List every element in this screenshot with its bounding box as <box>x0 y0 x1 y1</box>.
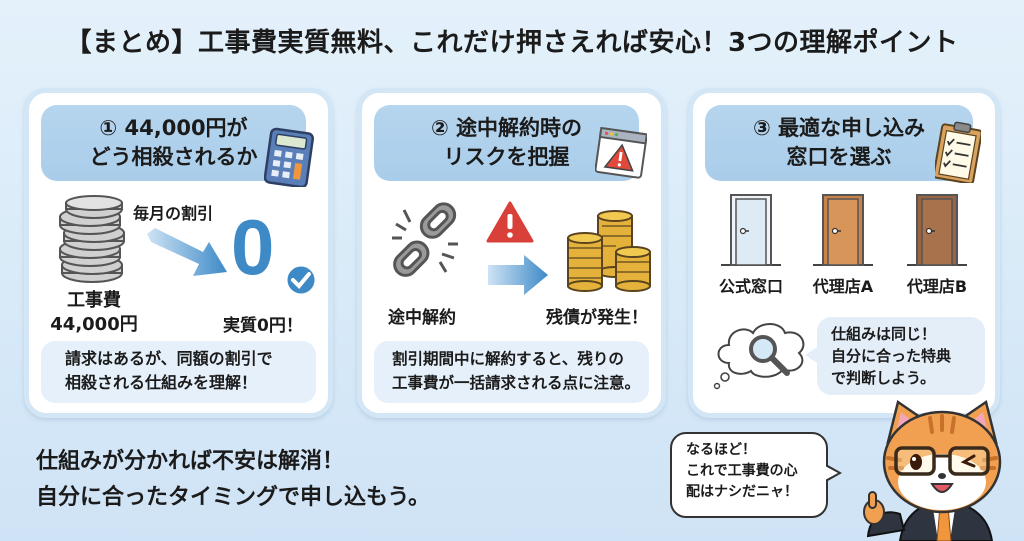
note-line-1: 割引期間中に解約すると、残りの <box>392 350 624 368</box>
note-line-1: 請求はあるが、同額の割引で <box>65 349 273 368</box>
heading-line-2: 窓口を選ぶ <box>786 145 892 169</box>
zero-yen-figure: 0 <box>231 203 275 291</box>
effective-zero-label: 実質0円！ <box>223 316 303 336</box>
card-note: 割引期間中に解約すると、残りの 工事費が一括請求される点に注意。 <box>374 341 649 403</box>
tip-speech-bubble: 仕組みは同じ！ 自分に合った特典 で判断しよう。 <box>805 317 985 395</box>
check-circle-icon <box>284 263 318 297</box>
door-agency-b-icon <box>907 194 967 266</box>
cost-label: 工事費 44,000円 <box>49 289 139 337</box>
cat-mascot-icon <box>863 399 1002 541</box>
card-note: 請求はあるが、同額の割引で 相殺される仕組みを理解！ <box>41 341 316 403</box>
arrow-right-down-icon <box>147 228 227 276</box>
coin-stack-icon <box>59 195 125 283</box>
summary-line-1: 仕組みが分かれば不安は解消！ <box>36 449 345 474</box>
bubble-line-3: 配はナシだニャ！ <box>686 484 798 500</box>
heading-line-1: ① 44,000円が <box>99 116 248 140</box>
cost-label-line-2: 44,000円 <box>50 314 138 335</box>
note-line-2: 工事費が一括請求される点に注意。 <box>392 374 641 392</box>
arrow-right-icon <box>488 255 548 295</box>
summary-line-2: 自分に合ったタイミングで申し込もう。 <box>36 485 431 510</box>
heading-line-2: どう相殺されるか <box>89 145 258 169</box>
door-label-official: 公式窓口 <box>718 277 783 296</box>
broken-chain-icon <box>392 202 458 277</box>
speech-line-1: 仕組みは同じ！ <box>831 325 937 343</box>
speech-line-2: 自分に合った特典 <box>831 347 952 365</box>
warning-triangle-icon <box>486 201 534 243</box>
door-label-agency-a: 代理店A <box>812 277 874 296</box>
gold-coins-icon <box>567 210 651 292</box>
point-card-application-channel: ③ 最適な申し込み 窓口を選ぶ <box>688 88 1000 418</box>
door-label-agency-b: 代理店B <box>906 277 968 296</box>
card-heading: ① 44,000円が どう相殺されるか <box>41 105 314 187</box>
heading-line-1: ③ 最適な申し込み <box>752 116 926 140</box>
thought-cloud-magnifier-icon <box>713 323 805 390</box>
page-title: 【まとめ】工事費実質無料、これだけ押さえれば安心！3つの理解ポイント <box>65 28 959 58</box>
bubble-line-1: なるほど！ <box>686 442 756 458</box>
cost-label-line-1: 工事費 <box>67 290 121 311</box>
calculator-icon <box>264 127 314 187</box>
cancellation-label: 途中解約 <box>388 308 456 328</box>
heading-line-1: ② 途中解約時の <box>430 116 583 140</box>
card-heading: ② 途中解約時の リスクを把握 <box>374 105 647 181</box>
heading-line-2: リスクを把握 <box>443 145 570 169</box>
point-card-cancellation-risk: ② 途中解約時の リスクを把握 <box>357 88 666 418</box>
door-official-icon <box>721 194 781 266</box>
clipboard-checklist-icon <box>935 121 981 183</box>
door-agency-a-icon <box>813 194 873 266</box>
mascot-speech-bubble: なるほど！ これで工事費の心 配はナシだニャ！ <box>670 432 842 518</box>
card-heading: ③ 最適な申し込み 窓口を選ぶ <box>705 105 981 183</box>
monthly-discount-label: 毎月の割引 <box>133 204 214 223</box>
summary-message: 仕組みが分かれば不安は解消！ 自分に合ったタイミングで申し込もう。 <box>36 444 430 516</box>
bubble-line-2: これで工事費の心 <box>686 463 798 479</box>
point-card-offset: ① 44,000円が どう相殺されるか 工事費 44,000円 毎月の割引 <box>24 88 333 418</box>
speech-line-3: で判断しよう。 <box>831 369 936 387</box>
note-line-2: 相殺される仕組みを理解！ <box>65 373 258 392</box>
remaining-debt-label: 残債が発生！ <box>546 308 648 328</box>
warning-window-icon <box>595 127 647 179</box>
